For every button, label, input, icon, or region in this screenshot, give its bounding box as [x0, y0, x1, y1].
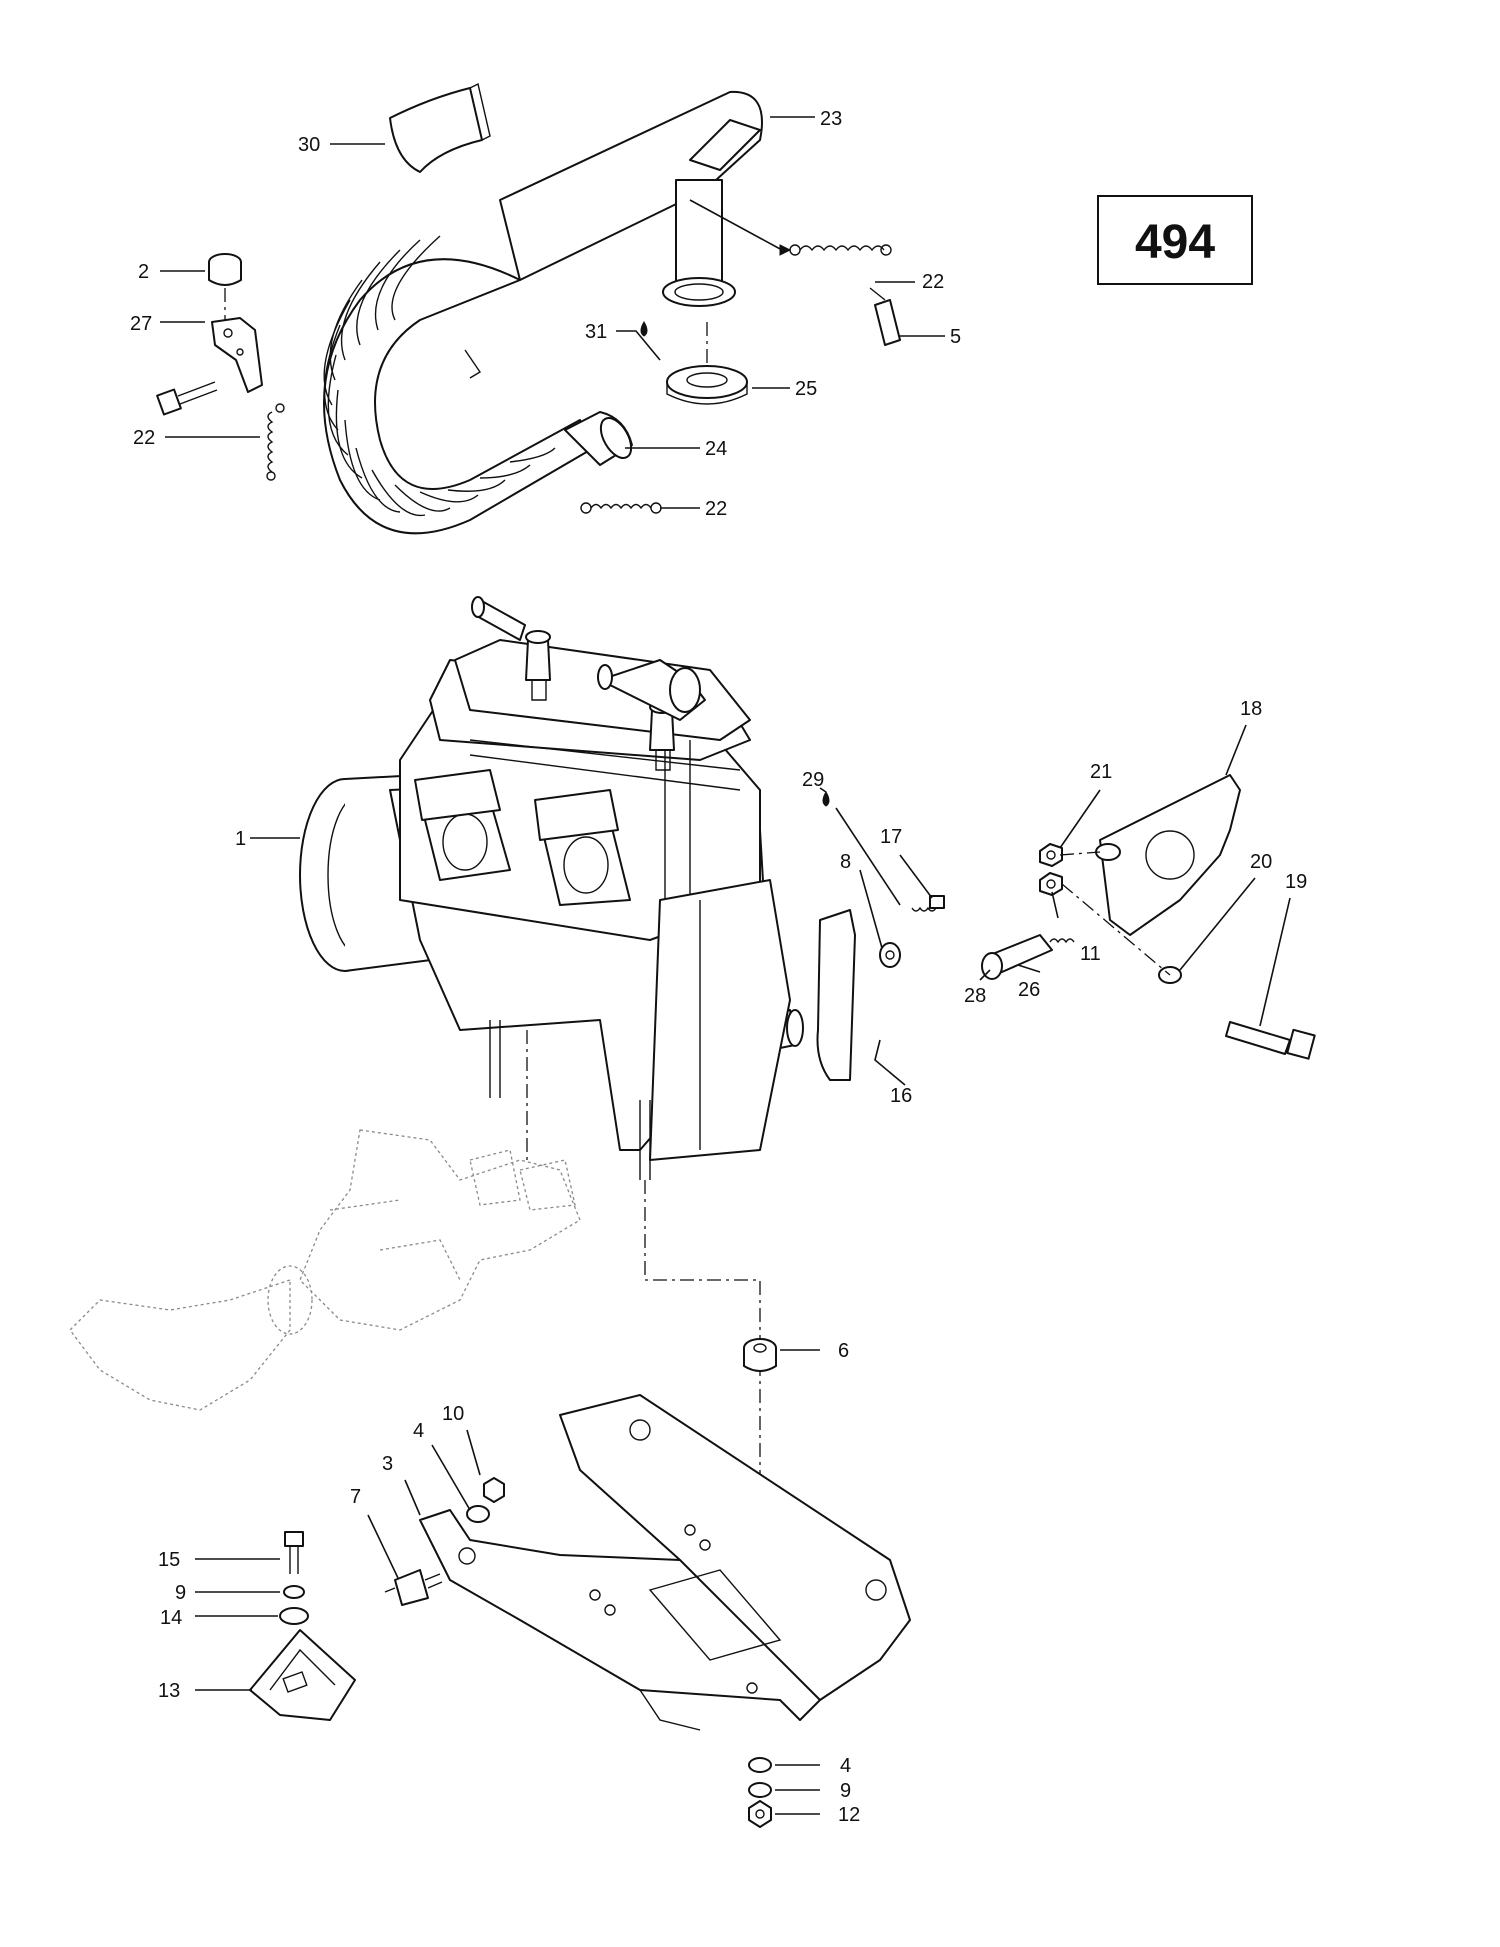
callout-23: 23	[820, 108, 842, 130]
exhaust-spring-lower	[580, 502, 662, 514]
callout-4-bottom: 4	[840, 1755, 851, 1777]
callout-28: 28	[964, 985, 986, 1007]
callout-14: 14	[160, 1607, 182, 1629]
leader-lines	[160, 116, 1291, 1815]
mount-bracket-group	[249, 1531, 356, 1721]
callout-17: 17	[880, 826, 902, 848]
callout-5: 5	[950, 326, 961, 348]
exhaust-grommet	[666, 322, 748, 405]
callout-25: 25	[795, 378, 817, 400]
callout-18: 18	[1240, 698, 1262, 720]
callout-22-lower: 22	[705, 498, 727, 520]
callout-11: 11	[1080, 943, 1101, 965]
callout-24: 24	[705, 438, 727, 460]
callout-7: 7	[350, 1486, 361, 1508]
callout-16: 16	[890, 1085, 912, 1107]
callout-6: 6	[838, 1340, 849, 1362]
callout-9-left: 9	[175, 1582, 186, 1604]
page-number: 494	[1135, 216, 1215, 269]
callout-21: 21	[1090, 761, 1112, 783]
callout-27: 27	[130, 313, 152, 335]
callout-22-left: 22	[133, 427, 155, 449]
exhaust-manifold-ghost	[69, 1129, 581, 1411]
callout-29: 29	[802, 769, 824, 791]
callout-20: 20	[1250, 851, 1272, 873]
callout-22-upper: 22	[922, 271, 944, 293]
callout-4-upper: 4	[413, 1420, 424, 1442]
callout-8: 8	[840, 851, 851, 873]
callout-30: 30	[298, 134, 320, 156]
engine-block	[299, 596, 804, 1180]
page-number-box: 494	[1097, 195, 1253, 285]
exhaust-mount-group	[156, 253, 285, 481]
callout-15: 15	[158, 1549, 180, 1571]
callout-31: 31	[585, 321, 607, 343]
exhaust-spring	[689, 199, 892, 256]
engine-support-plate	[419, 1394, 911, 1731]
callout-labels: 30 23 2 27 22 22 22 31 5 25 24 18 21 29 …	[130, 108, 1307, 1826]
callout-9-bottom: 9	[840, 1780, 851, 1802]
support-fasteners	[384, 1477, 505, 1606]
heat-shield	[389, 82, 491, 173]
callout-26: 26	[1018, 979, 1040, 1001]
callout-1: 1	[235, 828, 246, 850]
exhaust-bracket	[869, 287, 901, 346]
engine-mount-plate-group	[816, 774, 1316, 1081]
bottom-fastener-stack	[748, 1757, 772, 1828]
spacer	[743, 1338, 777, 1372]
exhaust-pipe	[323, 90, 763, 535]
callout-12: 12	[838, 1804, 860, 1826]
callout-2: 2	[138, 261, 149, 283]
lubricant-drop-icon	[640, 321, 648, 337]
callout-10: 10	[442, 1403, 464, 1425]
callout-19: 19	[1285, 871, 1307, 893]
callout-3: 3	[382, 1453, 393, 1475]
callout-13: 13	[158, 1680, 180, 1702]
